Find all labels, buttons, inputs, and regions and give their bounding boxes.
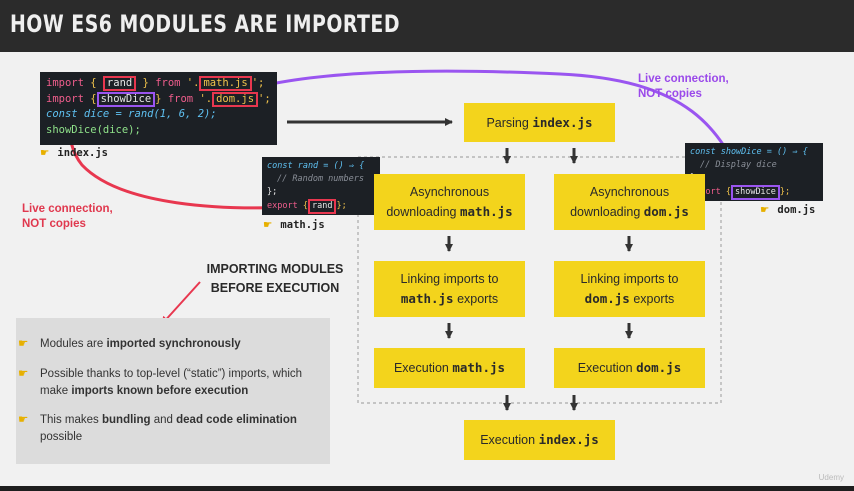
dom-code-block: const showDice = () ⇒ { // Display dice … [685, 143, 823, 201]
index-code-block: import { rand } from '.math.js'; import … [40, 72, 277, 145]
exec-dom-box: Execution dom.js [554, 348, 705, 388]
math-path-highlight: math.js [199, 76, 252, 91]
code-line: const showDice = () ⇒ { [690, 147, 808, 157]
code-token: from [155, 77, 181, 89]
bullet-item: ☛ Modules are imported synchronously [18, 336, 310, 353]
code-line: }; [690, 172, 823, 185]
code-token: import [46, 77, 84, 89]
code-token: from [167, 92, 194, 105]
udemy-watermark: Udemy [818, 473, 844, 482]
pointing-hand-icon: ☛ [18, 338, 29, 350]
live-connection-label-right: Live connection, NOT copies [638, 73, 729, 100]
index-file-label: ☛index.js [40, 147, 108, 159]
dom-file-label: ☛dom.js [760, 204, 816, 216]
code-line-dice: const dice = rand(1, 6, 2); [46, 108, 217, 120]
import-rand-highlight: rand [102, 76, 137, 91]
math-code-block: const rand = () ⇒ { // Random numbers };… [262, 157, 380, 215]
heading-pointer-arrow [160, 281, 201, 326]
code-line-showdice-call: showDice(dice); [46, 123, 141, 136]
pointing-hand-icon: ☛ [263, 219, 273, 231]
code-token: import [46, 92, 84, 105]
pointing-hand-icon: ☛ [18, 368, 29, 380]
page-title: HOW ES6 MODULES ARE IMPORTED [10, 10, 401, 38]
info-box [16, 318, 330, 464]
code-comment: // Random numbers [277, 174, 364, 184]
math-file-label: ☛math.js [263, 219, 325, 231]
module-graph-boundary [357, 156, 722, 404]
title-bar: HOW ES6 MODULES ARE IMPORTED [0, 0, 854, 52]
pointing-hand-icon: ☛ [760, 204, 770, 216]
code-comment: // Display dice [700, 160, 777, 170]
code-token: export [690, 187, 721, 197]
live-connection-label-left: Live connection, NOT copies [22, 203, 113, 230]
import-showdice-highlight: showDice [96, 91, 156, 107]
bullet-item: ☛ This makes bundling and dead code elim… [18, 414, 297, 443]
code-line: }; [267, 187, 278, 197]
parsing-box: Parsing index.js [464, 103, 615, 142]
dom-path-highlight: dom.js [212, 91, 259, 107]
code-token: export [267, 201, 298, 211]
export-showdice-highlight: showDice [730, 185, 780, 200]
section-heading: IMPORTING MODULES BEFORE EXECUTION [206, 262, 344, 295]
code-line: const rand = () ⇒ { [267, 161, 365, 171]
export-rand-highlight: rand [307, 199, 337, 214]
pointing-hand-icon: ☛ [18, 414, 29, 426]
pointing-hand-icon: ☛ [40, 147, 50, 159]
exec-math-box: Execution math.js [374, 348, 525, 388]
footer-bar [0, 486, 854, 491]
bullet-item: ☛ Possible thanks to top-level (“static”… [18, 368, 303, 397]
exec-index-box: Execution index.js [464, 420, 615, 460]
